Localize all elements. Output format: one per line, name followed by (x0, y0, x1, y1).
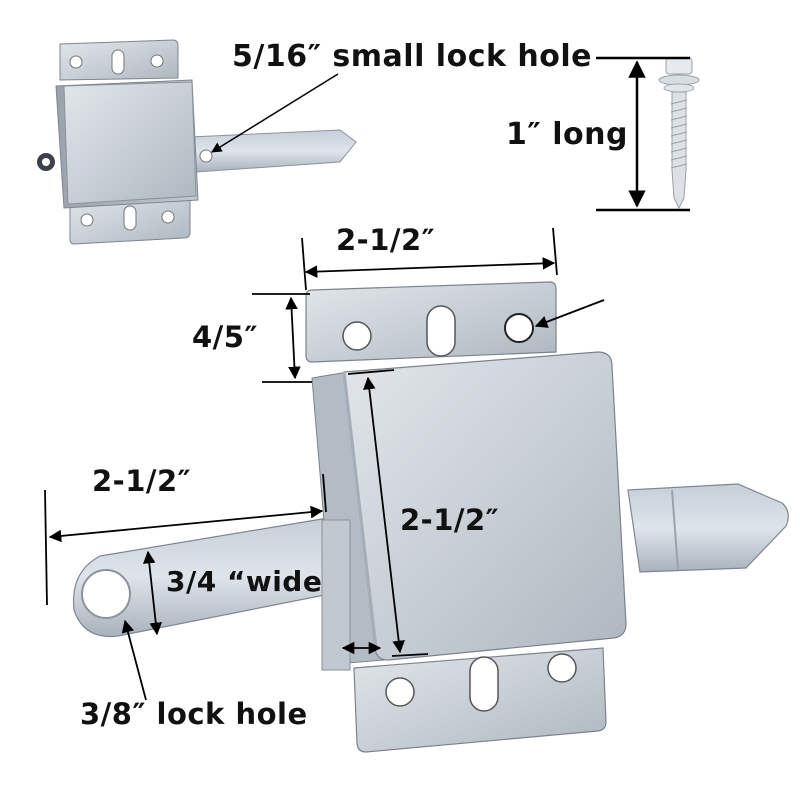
screw-length-dimension (596, 56, 690, 212)
body-height-label: 2-1/2″ (400, 503, 500, 537)
main-slide-lock (72, 281, 789, 753)
small-hole-pointer (211, 73, 339, 153)
screw-length-label: 1″ long (506, 117, 628, 152)
small-latch-preview (37, 39, 357, 245)
bolt-width-label: 3/4 “wide (166, 565, 323, 598)
top-width-label: 2-1/2″ (336, 223, 436, 257)
lock-hole-label: 3/8″ lock hole (80, 697, 308, 731)
self-drilling-screw (658, 57, 700, 210)
plate-height-label: 4/5″ (192, 320, 258, 354)
small-lock-hole-label: 5/16″ small lock hole (232, 39, 592, 74)
bolt-length-label: 2-1/2″ (92, 464, 192, 498)
dimension-lines (44, 227, 605, 701)
